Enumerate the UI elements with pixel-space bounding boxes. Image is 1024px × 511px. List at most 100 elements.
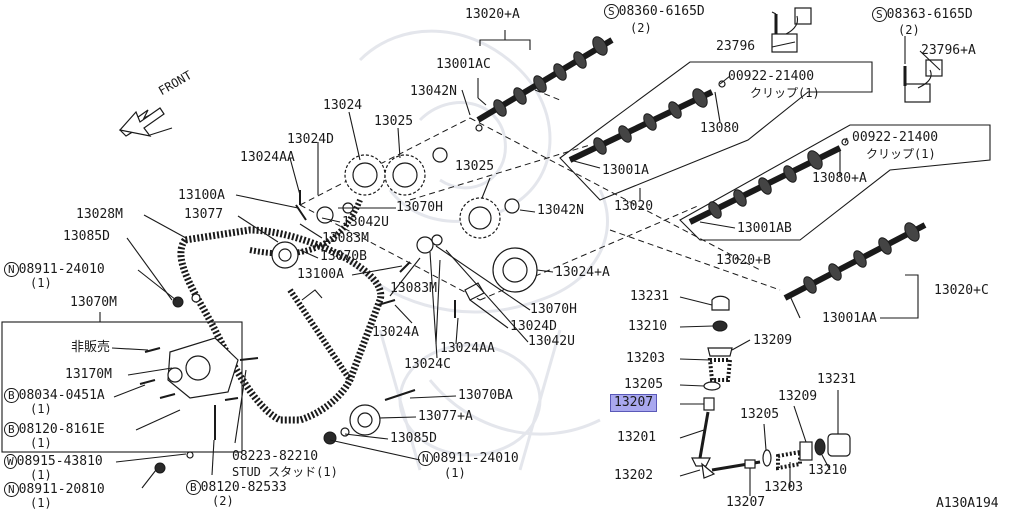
qty-08911-24010-left: (1) <box>30 276 52 290</box>
camshaft-13020 <box>568 80 726 163</box>
label-13020-plus-b: 13020+B <box>716 253 771 268</box>
label-13203-upper: 13203 <box>626 351 666 366</box>
label-13170m: 13170M <box>65 367 112 382</box>
qty-08120-8161e: (1) <box>30 436 52 450</box>
label-hihanbai: 非販売 <box>71 340 111 355</box>
nut-symbol: N <box>418 451 433 466</box>
label-00922-21400-lower: 00922-21400 <box>852 130 939 145</box>
label-13042u-upper: 13042U <box>342 215 389 230</box>
label-00922-21400-upper: 00922-21400 <box>728 69 815 84</box>
label-13202: 13202 <box>614 468 654 483</box>
label-13024-plus-a: 13024+A <box>555 265 610 280</box>
label-13070b: 13070B <box>320 249 367 264</box>
label-13001ac: 13001AC <box>436 57 491 72</box>
label-13201: 13201 <box>617 430 657 445</box>
qty-08915: (1) <box>30 468 52 482</box>
label-13070h-upper: 13070H <box>396 200 443 215</box>
label-stud: STUD スタッド(1) <box>232 465 338 479</box>
valve-train <box>691 295 851 479</box>
diagram-ref-code: A130A194 <box>936 496 999 511</box>
label-13077: 13077 <box>184 207 224 222</box>
label-13042n-upper: 13042N <box>410 84 457 99</box>
label-13210-lower: 13210 <box>808 463 848 478</box>
label-13070m: 13070M <box>70 295 117 310</box>
label-13024c: 13024C <box>404 357 451 372</box>
label-13085d-left: 13085D <box>63 229 110 244</box>
label-clip-upper: クリップ(1) <box>750 86 820 100</box>
label-13020-plus-c: 13020+C <box>934 283 989 298</box>
label-13205-lower: 13205 <box>740 407 780 422</box>
label-13042u-lower: 13042U <box>528 334 575 349</box>
bolt-symbol: B <box>4 388 19 403</box>
nut-symbol: N <box>4 482 19 497</box>
label-13020: 13020 <box>614 199 654 214</box>
label-13100a-lower: 13100A <box>297 267 344 282</box>
camshaft-13020c <box>783 222 927 301</box>
label-13001aa: 13001AA <box>822 311 877 326</box>
sprockets <box>271 154 538 436</box>
label-13085d-lower: 13085D <box>390 431 437 446</box>
label-13209-lower: 13209 <box>778 389 818 404</box>
qty-08034: (1) <box>30 402 52 416</box>
label-13024a: 13024A <box>372 325 419 340</box>
label-13024aa-lower: 13024AA <box>440 341 495 356</box>
label-13207-highlighted[interactable]: 13207 <box>609 394 658 412</box>
label-13024d-lower: 13024D <box>510 319 557 334</box>
label-13001ab: 13001AB <box>737 221 792 236</box>
label-23796: 23796 <box>716 39 756 54</box>
camshaft-13020a <box>476 36 614 123</box>
front-arrow <box>118 107 165 137</box>
leader-lines <box>111 11 941 496</box>
bolt-symbol: B <box>4 422 19 437</box>
sensor-23796 <box>771 7 812 53</box>
label-13100a-upper: 13100A <box>178 188 225 203</box>
label-13070ba: 13070BA <box>458 388 513 403</box>
label-13231-lower: 13231 <box>817 372 857 387</box>
qty-08360: (2) <box>630 21 652 35</box>
label-13080: 13080 <box>700 121 740 136</box>
label-13024aa-upper: 13024AA <box>240 150 295 165</box>
camshaft-13020b <box>688 138 849 225</box>
label-13024: 13024 <box>323 98 363 113</box>
label-13020-plus-a: 13020+A <box>465 7 520 22</box>
watermark-logo <box>338 29 609 471</box>
qty-08120-82533: (2) <box>212 494 234 508</box>
label-13083m-upper: 13083M <box>322 231 369 246</box>
screw-symbol: S <box>872 7 887 22</box>
label-13025-lower: 13025 <box>455 159 495 174</box>
label-13001a: 13001A <box>602 163 649 178</box>
label-08223-82210: 08223-82210 <box>232 449 319 464</box>
label-13042n-lower: 13042N <box>537 203 584 218</box>
label-13207-lower: 13207 <box>726 495 766 510</box>
label-23796-plus-a: 23796+A <box>921 43 976 58</box>
label-13205-upper: 13205 <box>624 377 664 392</box>
label-clip-lower: クリップ(1) <box>866 147 936 161</box>
label-13070h-lower: 13070H <box>530 302 577 317</box>
qty-08911-20810: (1) <box>30 496 52 510</box>
qty-08363: (2) <box>898 23 920 37</box>
label-13077-plus-a: 13077+A <box>418 409 473 424</box>
bolts <box>139 190 456 440</box>
label-13024d-upper: 13024D <box>287 132 334 147</box>
bolt-symbol: B <box>186 480 201 495</box>
timing-belts <box>177 198 385 424</box>
label-13210-upper: 13210 <box>628 319 668 334</box>
qty-08911-24010-lower: (1) <box>444 466 466 480</box>
nut-symbol: N <box>4 262 19 277</box>
label-13080-plus-a: 13080+A <box>812 171 867 186</box>
label-13209-upper: 13209 <box>753 333 793 348</box>
label-13231-upper: 13231 <box>630 289 670 304</box>
bracket-lines <box>1 30 991 453</box>
label-13028m: 13028M <box>76 207 123 222</box>
screw-symbol: S <box>604 4 619 19</box>
